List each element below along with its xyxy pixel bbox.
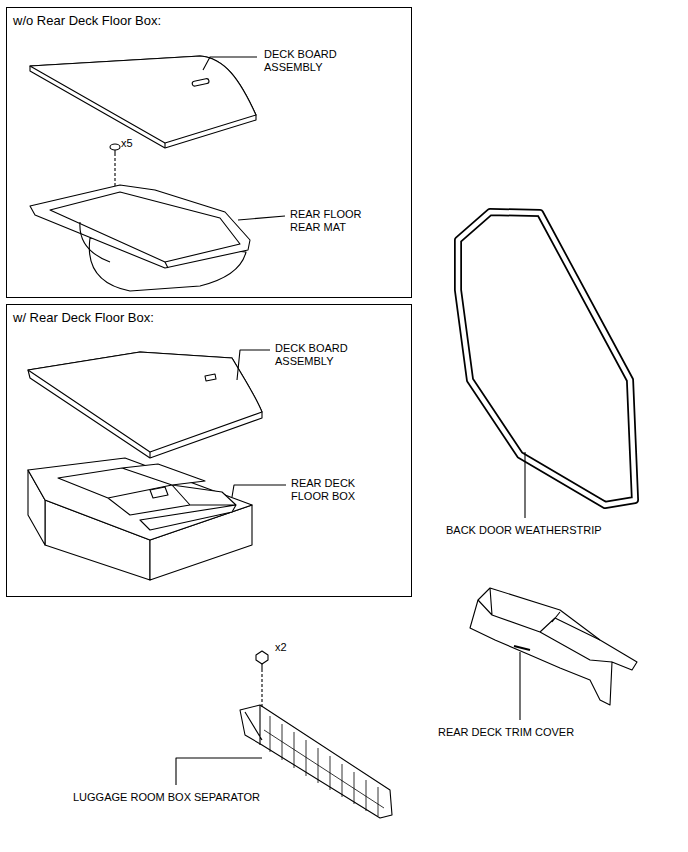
part-name: REAR DECK TRIM COVER	[438, 726, 574, 739]
panel-heading: w/ Rear Deck Floor Box:	[12, 310, 155, 325]
panel-heading: w/o Rear Deck Floor Box:	[12, 13, 162, 28]
part-name: REAR FLOOR REAR MAT	[290, 208, 370, 234]
part-name: DECK BOARD ASSEMBLY	[264, 48, 344, 74]
quantity-label: x2	[275, 641, 287, 654]
part-name: DECK BOARD ASSEMBLY	[275, 342, 355, 368]
part-name: BACK DOOR WEATHERSTRIP	[446, 524, 602, 537]
part-name: REAR DECK FLOOR BOX	[291, 477, 361, 503]
variant-panel: w/o Rear Deck Floor Box:	[6, 7, 412, 298]
quantity-label: x5	[121, 137, 133, 150]
variant-panel: w/ Rear Deck Floor Box:	[6, 304, 412, 597]
part-name: LUGGAGE ROOM BOX SEPARATOR	[73, 791, 260, 804]
